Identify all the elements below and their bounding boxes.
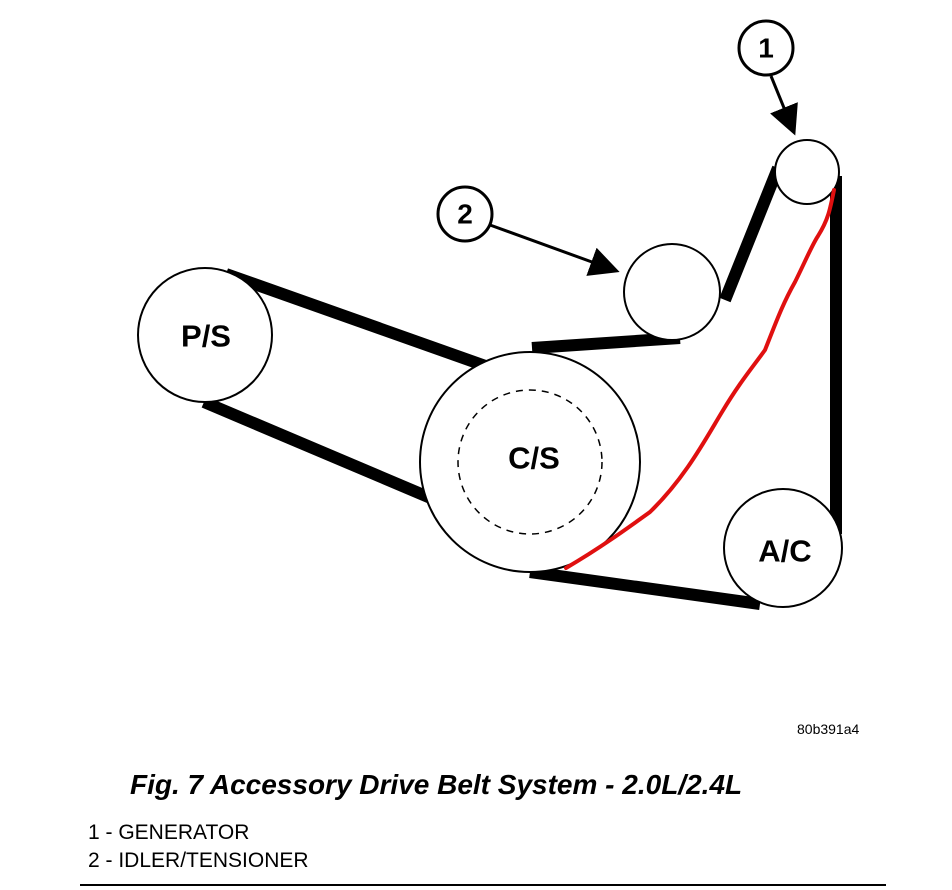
bottom-rule	[80, 884, 886, 886]
ps-pulley	[137, 267, 273, 403]
callout-2-number: 2	[457, 199, 473, 230]
callout-1-circle	[737, 19, 795, 77]
belt-cs-to-idler-segment	[531, 332, 681, 354]
callout-2-circle	[436, 185, 494, 243]
generator-pulley	[774, 139, 840, 205]
legend-item-idler-tensioner: 2 - IDLER/TENSIONER	[88, 849, 309, 872]
cs-pulley-inner-dashed	[457, 389, 603, 535]
callout-1-arrow	[769, 75, 798, 136]
cs-pulley-label: C/S	[508, 441, 560, 476]
idler-tensioner-pulley	[623, 243, 721, 341]
legend: 1 - GENERATOR 2 - IDLER/TENSIONER	[88, 819, 309, 875]
ac-pulley	[723, 488, 843, 608]
belt-cs-to-ac-segment	[529, 566, 761, 610]
callout-1-number: 1	[758, 33, 774, 64]
figure-caption: Fig. 7 Accessory Drive Belt System - 2.0…	[130, 769, 743, 800]
belt-idler-to-generator-segment	[719, 165, 784, 303]
figure-id: 80b391a4	[797, 721, 860, 737]
callout-2-arrow	[489, 223, 620, 276]
legend-item-generator: 1 - GENERATOR	[88, 821, 250, 844]
cs-pulley-outer	[419, 351, 641, 573]
ps-pulley-label: P/S	[181, 319, 231, 354]
ac-pulley-label: A/C	[758, 534, 811, 569]
red-annotation-line	[564, 188, 836, 570]
